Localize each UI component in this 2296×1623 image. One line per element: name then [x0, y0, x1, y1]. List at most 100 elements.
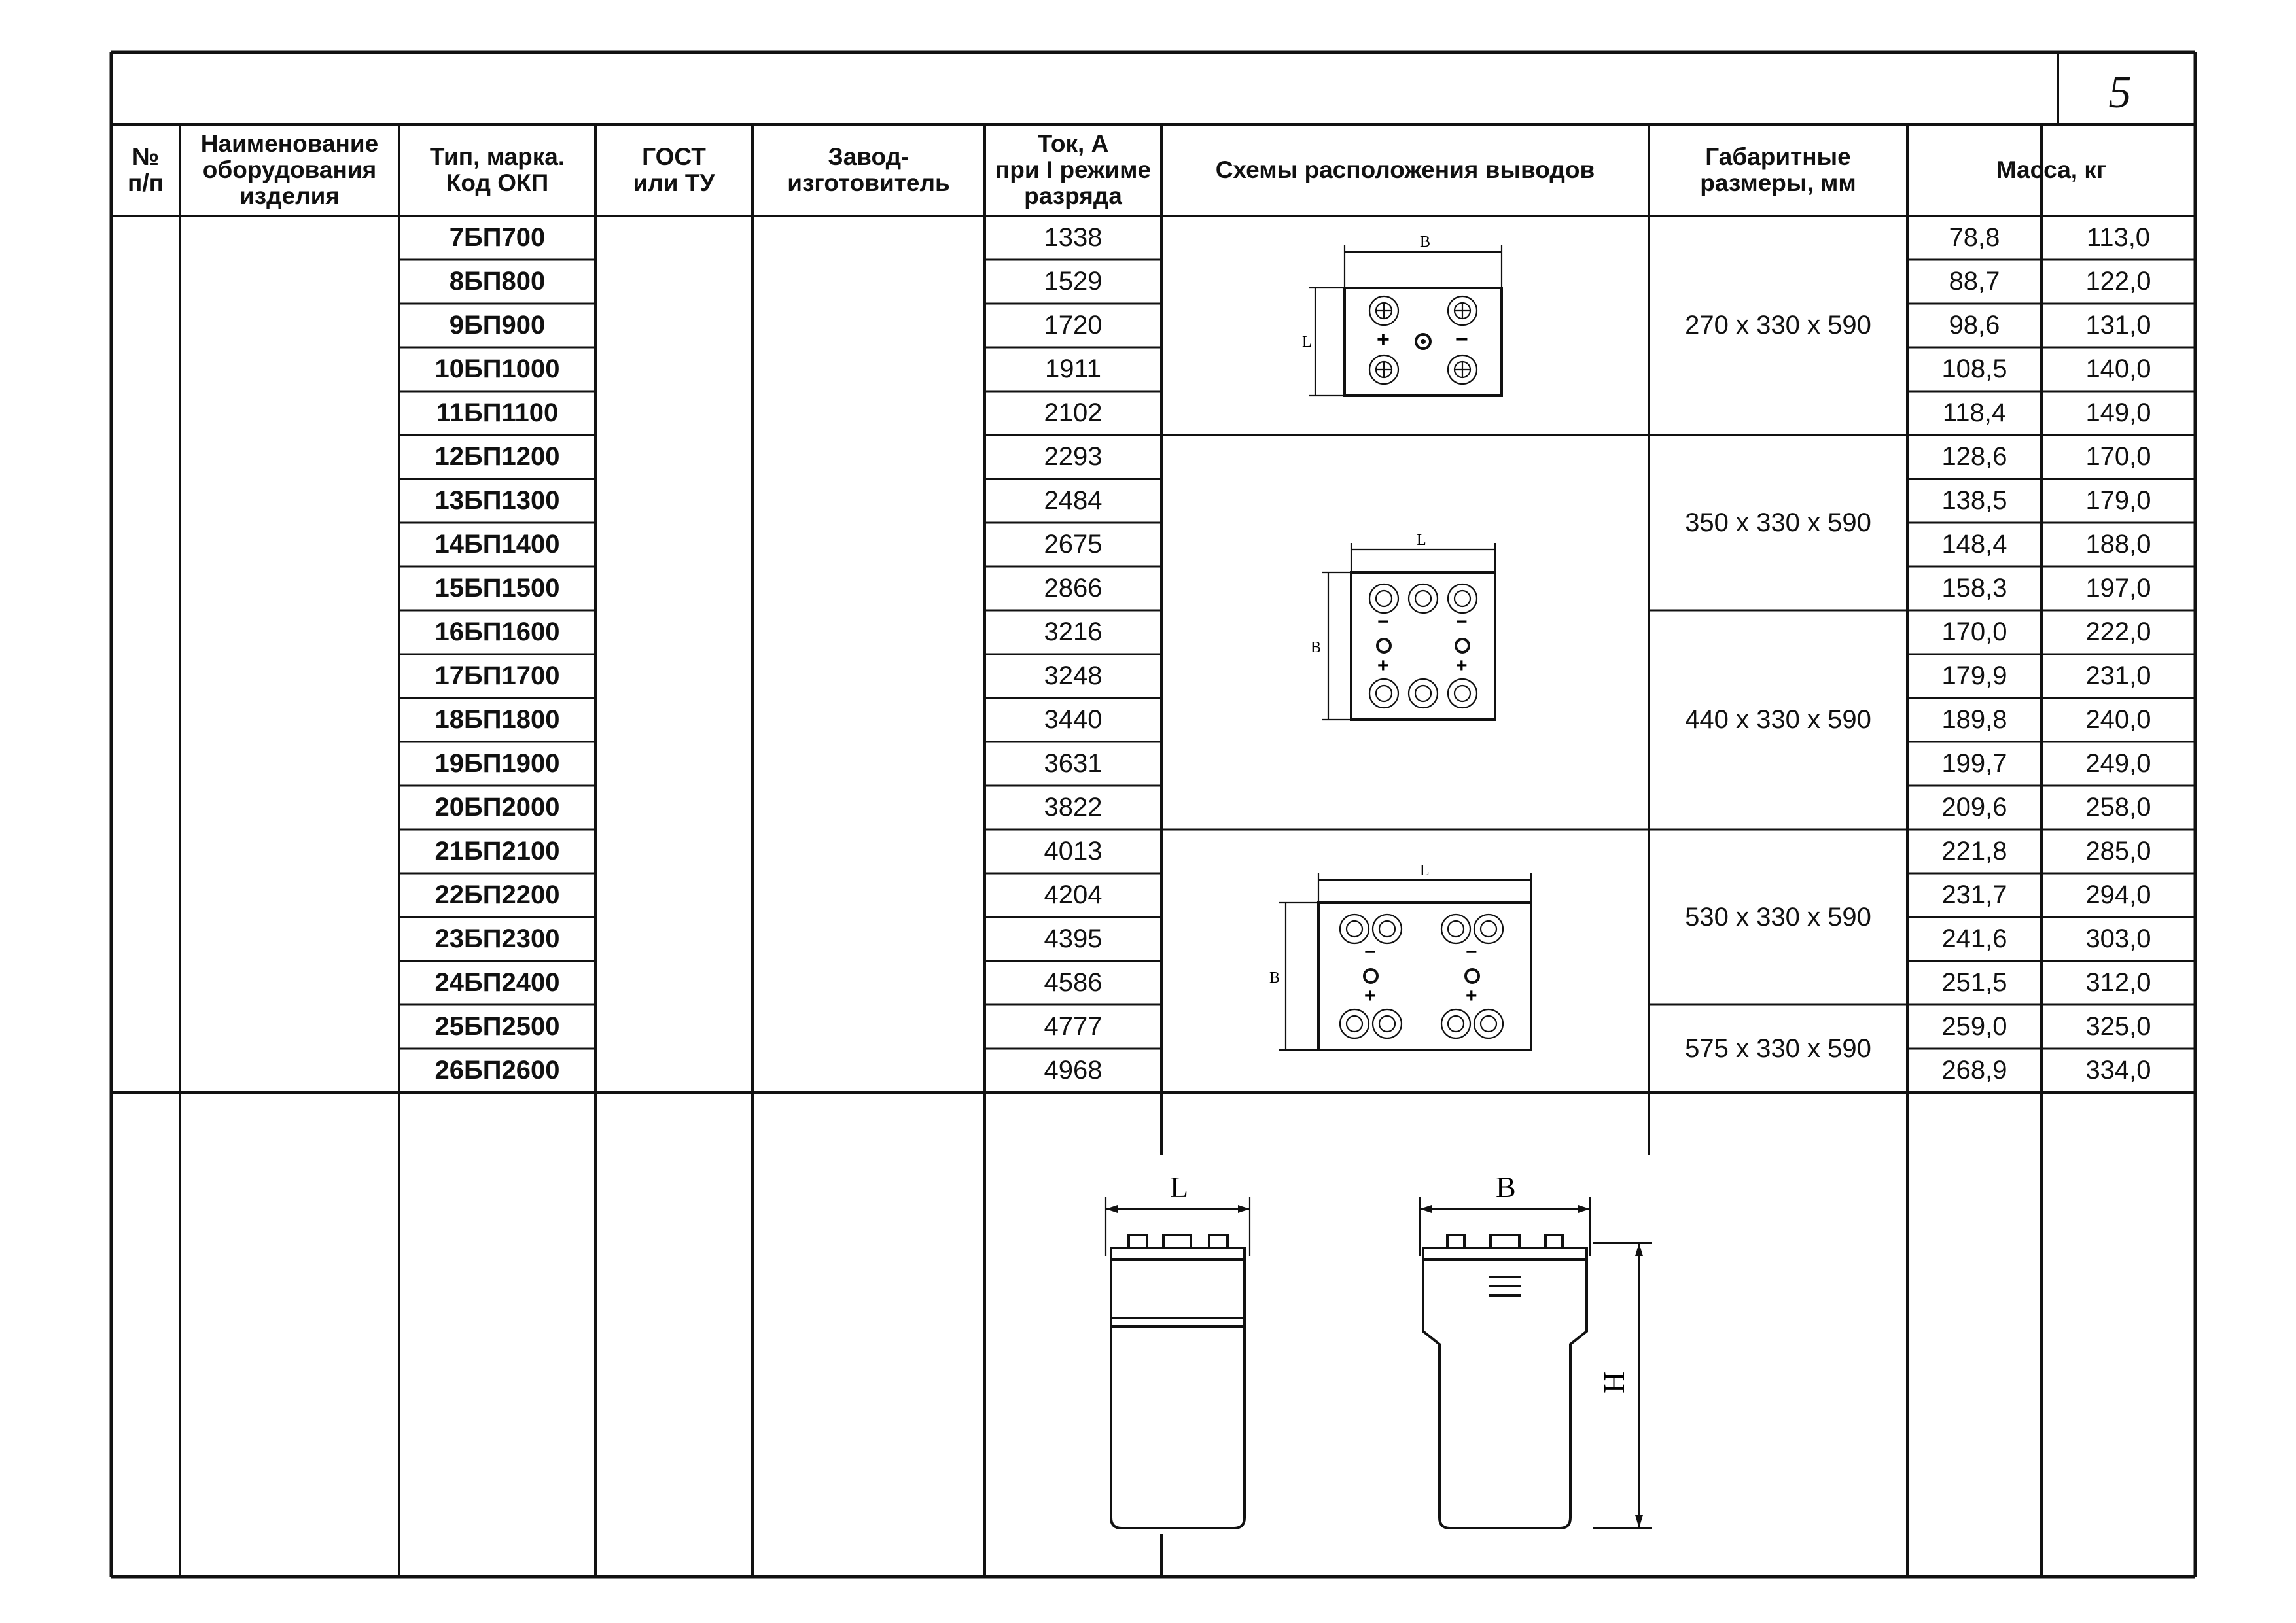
- svg-text:−: −: [1456, 611, 1468, 633]
- mass1-cell: 231,7: [1941, 881, 2007, 909]
- mass1-cell: 118,4: [1942, 398, 2007, 427]
- type-cell: 11БП1100: [436, 398, 559, 427]
- type-cell: 15БП1500: [434, 574, 560, 602]
- dimensions-cell: 270 х 330 х 590: [1685, 311, 1871, 340]
- mass1-cell: 108,5: [1941, 355, 2007, 383]
- type-cell: 16БП1600: [434, 618, 560, 646]
- mass1-cell: 268,9: [1941, 1056, 2007, 1085]
- side-view-width-label: B: [1496, 1170, 1516, 1204]
- current-cell: 2675: [1044, 530, 1103, 559]
- type-cell: 10БП1000: [434, 355, 560, 383]
- mass1-cell: 128,6: [1941, 442, 2007, 471]
- svg-text:+: +: [1377, 327, 1390, 352]
- svg-text:−: −: [1377, 611, 1389, 633]
- current-cell: 3822: [1044, 793, 1103, 822]
- type-cell: 14БП1400: [434, 530, 560, 559]
- current-cell: 3440: [1044, 705, 1103, 734]
- mass1-cell: 241,6: [1941, 924, 2007, 953]
- mass1-cell: 209,6: [1941, 793, 2007, 822]
- mass1-cell: 251,5: [1941, 968, 2007, 997]
- battery-side-view: B H: [1419, 1170, 1652, 1529]
- dimensions-cell: 350 х 330 х 590: [1685, 508, 1871, 537]
- front-view-width-label: L: [1170, 1170, 1188, 1204]
- header-type: Тип, марка. Код ОКП: [429, 143, 565, 196]
- mass2-cell: 122,0: [2085, 267, 2151, 296]
- mass1-cell: 158,3: [1941, 574, 2007, 602]
- mass2-cell: 303,0: [2085, 924, 2151, 953]
- mass1-cell: 98,6: [1949, 311, 2000, 340]
- header-schemes: Схемы расположения выводов: [1215, 156, 1595, 183]
- dimensions-cell: 575 х 330 х 590: [1685, 1034, 1871, 1063]
- type-cell: 21БП2100: [434, 837, 560, 865]
- mass2-cell: 131,0: [2085, 311, 2151, 340]
- mass2-cell: 312,0: [2085, 968, 2151, 997]
- current-cell: 3631: [1044, 749, 1103, 778]
- header-maker: Завод- изготовитель: [787, 143, 950, 196]
- mass1-cell: 88,7: [1949, 267, 2000, 296]
- scheme-2-side-label: B: [1311, 639, 1321, 656]
- svg-text:+: +: [1466, 985, 1477, 1007]
- current-cell: 4968: [1044, 1056, 1103, 1085]
- page-number: 5: [2108, 67, 2132, 118]
- mass2-cell: 231,0: [2085, 661, 2151, 690]
- type-cell: 20БП2000: [434, 793, 560, 822]
- mass2-cell: 222,0: [2085, 618, 2151, 646]
- svg-text:+: +: [1456, 655, 1468, 676]
- type-cell: 17БП1700: [434, 661, 560, 690]
- mass1-cell: 138,5: [1941, 486, 2007, 515]
- mass2-cell: 334,0: [2085, 1056, 2151, 1085]
- dimensions-cell: 530 х 330 х 590: [1685, 902, 1871, 932]
- current-cell: 3248: [1044, 661, 1103, 690]
- mass1-cell: 148,4: [1941, 530, 2007, 559]
- type-cell: 18БП1800: [434, 705, 560, 734]
- header-dimensions: Габаритные размеры, мм: [1700, 143, 1856, 196]
- mass1-cell: 199,7: [1941, 749, 2007, 778]
- mass2-cell: 170,0: [2085, 442, 2151, 471]
- header-mass: Масса, кг: [1996, 156, 2107, 183]
- height-label: H: [1597, 1372, 1631, 1393]
- svg-text:+: +: [1377, 655, 1389, 676]
- current-cell: 1338: [1044, 223, 1103, 252]
- scheme-3-top-label: L: [1420, 862, 1430, 879]
- current-cell: 1911: [1044, 355, 1101, 383]
- mass2-cell: 285,0: [2085, 837, 2151, 865]
- current-cell: 4586: [1044, 968, 1103, 997]
- current-cell: 2102: [1044, 398, 1103, 427]
- type-cell: 23БП2300: [434, 924, 560, 953]
- current-cell: 4204: [1044, 881, 1103, 909]
- scheme-3-side-label: B: [1269, 969, 1280, 986]
- current-cell: 3216: [1044, 618, 1103, 646]
- mass1-cell: 189,8: [1941, 705, 2007, 734]
- header-name: Наименование оборудования изделия: [200, 130, 379, 209]
- mass2-cell: 140,0: [2085, 355, 2151, 383]
- type-cell: 22БП2200: [434, 881, 560, 909]
- current-cell: 2866: [1044, 574, 1103, 602]
- terminal-scheme-1: B L + −: [1302, 234, 1503, 397]
- mass2-cell: 240,0: [2085, 705, 2151, 734]
- current-cell: 2484: [1044, 486, 1103, 515]
- current-cell: 2293: [1044, 442, 1103, 471]
- current-cell: 4013: [1044, 837, 1103, 865]
- header-number: № п/п: [128, 143, 164, 196]
- terminal-scheme-3: L B − + − +: [1269, 862, 1532, 1051]
- mass2-cell: 179,0: [2085, 486, 2151, 515]
- svg-text:−: −: [1364, 941, 1376, 963]
- current-cell: 1720: [1044, 311, 1103, 340]
- mass1-cell: 259,0: [1941, 1012, 2007, 1041]
- svg-text:+: +: [1364, 985, 1376, 1007]
- current-cell: 4777: [1044, 1012, 1103, 1041]
- dimensions-cell: 440 х 330 х 590: [1685, 705, 1871, 734]
- current-cell: 4395: [1044, 924, 1103, 953]
- current-cell: 1529: [1044, 267, 1103, 296]
- type-cell: 26БП2600: [434, 1056, 560, 1085]
- mass1-cell: 179,9: [1941, 661, 2007, 690]
- svg-text:−: −: [1455, 327, 1468, 352]
- type-cell: 7БП700: [449, 223, 546, 252]
- header-current: Ток, А при I режиме разряда: [995, 130, 1152, 209]
- mass1-cell: 221,8: [1941, 837, 2007, 865]
- type-cell: 12БП1200: [434, 442, 560, 471]
- type-cell: 24БП2400: [434, 968, 560, 997]
- mass2-cell: 249,0: [2085, 749, 2151, 778]
- mass1-cell: 170,0: [1941, 618, 2007, 646]
